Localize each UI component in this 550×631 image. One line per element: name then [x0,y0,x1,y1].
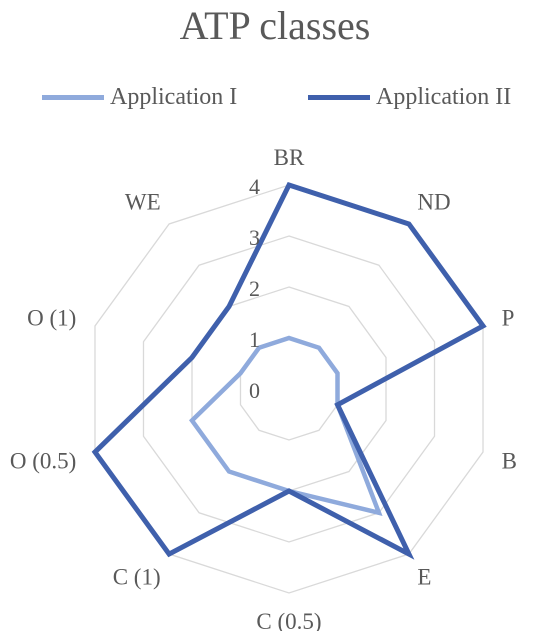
legend-swatch-application-ii [308,95,370,100]
chart-title: ATP classes [179,3,371,48]
legend-item-application-i: Application I [42,84,237,111]
tick-label-0: 0 [249,378,260,403]
category-label-b: B [502,449,517,474]
grid-ring-3 [142,235,436,543]
legend: Application I Application II [0,84,550,114]
category-label-we: WE [125,189,161,214]
tick-label-3: 3 [249,225,260,250]
category-label-p: P [502,305,515,330]
category-label-o-0-5: O (0.5) [10,449,76,474]
tick-label-1: 1 [249,327,260,352]
series-line-2 [91,181,487,560]
legend-swatch-application-i [42,95,104,100]
category-label-br: BR [274,145,305,170]
category-label-nd: ND [417,189,450,214]
tick-label-4: 4 [249,174,260,199]
category-label-c-0-5: C (0.5) [256,609,321,631]
legend-item-application-ii: Application II [308,84,511,111]
category-label-e: E [417,565,431,590]
category-label-o-1: O (1) [27,305,76,330]
legend-label-application-ii: Application II [376,84,512,110]
series-line-1 [189,335,383,516]
legend-label-application-i: Application I [110,84,238,110]
tick-label-2: 2 [249,276,260,301]
category-label-c-1: C (1) [113,565,161,590]
